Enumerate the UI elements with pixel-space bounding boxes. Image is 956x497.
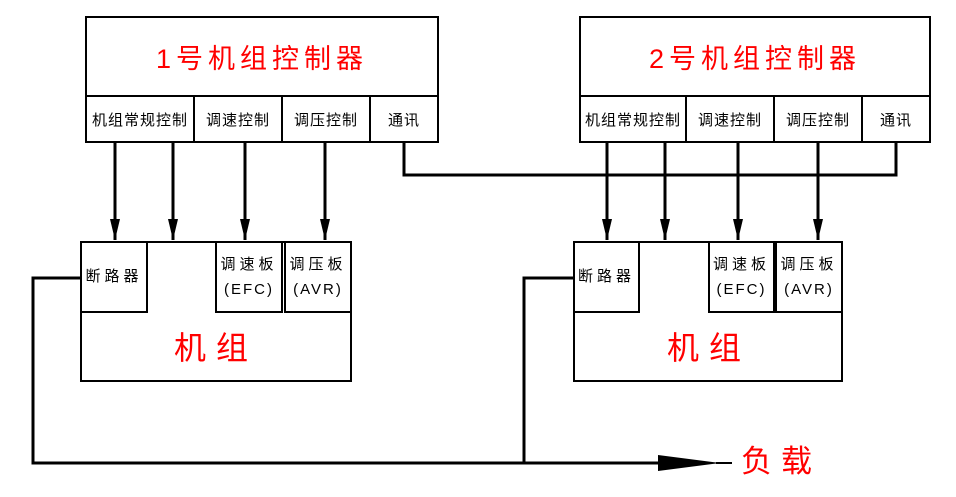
unit-2-regulator-board: 调压板 (AVR) [775,241,843,313]
unit-2-title: 机组 [666,330,751,366]
arrowhead-c2-governor-icon [733,219,743,240]
controller-2-module-voltage-control: 调压控制 [773,97,861,141]
unit-1-breaker: 断路器 [80,241,148,313]
controller-1-title: 1号机组控制器 [155,44,369,74]
unit-1-governor-board: 调速板 (EFC) [215,241,283,313]
unit-1-regulator-board: 调压板 (AVR) [284,241,352,313]
controller-1-module-row: 机组常规控制 调速控制 调压控制 通讯 [87,95,437,141]
arrowhead-c1-body-icon [168,219,178,240]
controller-2: 2号机组控制器 机组常规控制 调速控制 调压控制 通讯 [579,16,931,143]
arrowhead-load-icon [658,455,720,471]
wire-bus-unit2-drop [522,276,573,463]
unit-1-regulator-board-label: 调压板 [289,255,347,273]
unit-1-title: 机组 [173,330,258,366]
unit-2-governor-board-abbr: (EFC) [716,281,767,298]
wire-bus-unit1-to-load [31,276,662,465]
unit-2-regulator-board-abbr: (AVR) [784,281,834,298]
arrowhead-c1-governor-icon [240,219,250,240]
wire-comm-link [402,143,898,177]
unit-2-governor-board: 调速板 (EFC) [708,241,775,313]
unit-2-breaker-label: 断路器 [577,268,635,286]
unit-2-breaker: 断路器 [573,241,640,313]
controller-1-module-voltage-control: 调压控制 [281,97,369,141]
arrowhead-c1-regulator-icon [320,219,330,240]
arrowhead-c1-breaker-icon [110,219,120,240]
arrowhead-c2-regulator-icon [813,219,823,240]
controller-1-module-general-control: 机组常规控制 [91,111,188,129]
unit-2-regulator-board-label: 调压板 [780,255,838,273]
load-label: 负载 [741,444,821,479]
arrowhead-c2-body-icon [660,219,670,240]
unit-1-regulator-board-abbr: (AVR) [293,281,343,298]
controller-1-module-comm: 通讯 [369,97,437,141]
unit-1-governor-board-label: 调速板 [220,255,278,273]
controller-2-module-comm: 通讯 [861,97,929,141]
controller-1-module-speed-control: 调速控制 [193,97,281,141]
controller-2-title: 2号机组控制器 [648,44,862,74]
controller-2-module-general-control: 机组常规控制 [584,111,681,129]
controller-1: 1号机组控制器 机组常规控制 调速控制 调压控制 通讯 [85,16,439,143]
controller-2-module-speed-control: 调速控制 [685,97,773,141]
unit-1-governor-board-abbr: (EFC) [224,281,274,298]
unit-1-breaker-label: 断路器 [85,268,143,286]
controller-2-module-row: 机组常规控制 调速控制 调压控制 通讯 [581,95,929,141]
unit-2-governor-board-label: 调速板 [712,255,770,273]
arrowhead-c2-breaker-icon [602,219,612,240]
